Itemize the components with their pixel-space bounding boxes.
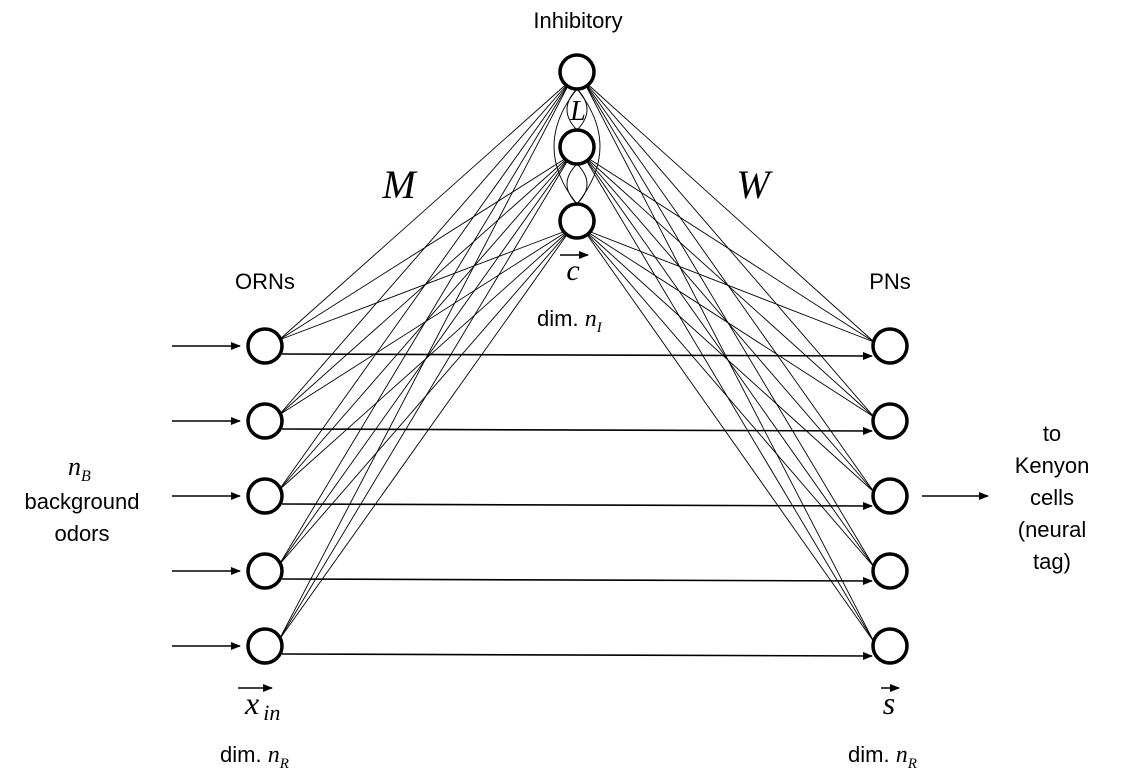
c-vector-label: c [566, 254, 579, 287]
orn-node-5 [246, 627, 284, 665]
s-vector-label: s [883, 685, 895, 721]
inhibitory-to-orn-connections-m [278, 79, 572, 641]
inhibitory-lateral-connections-l [553, 88, 601, 205]
orn-node-4 [246, 552, 284, 590]
pn-node-2 [871, 402, 909, 440]
m-connection-3-4 [278, 228, 572, 566]
pn-nodes [871, 327, 909, 665]
pn-node-5 [871, 627, 909, 665]
pn-node-3 [871, 477, 909, 515]
inhibitory-nodes [558, 53, 596, 240]
background-count: nB [68, 452, 91, 485]
m-connection-3-1 [278, 228, 572, 341]
background-line1: background [25, 489, 140, 514]
input-arrows [172, 342, 241, 650]
m-connection-1-1 [278, 79, 572, 341]
kenyon-line5: tag) [1033, 549, 1071, 574]
pn-node-4 [871, 552, 909, 590]
w-connection-3-1 [582, 228, 875, 343]
inhibitory-node-1 [558, 53, 596, 91]
m-connection-3-2 [278, 228, 572, 416]
orn-to-pn-arrow-4 [281, 576, 873, 585]
m-connection-2-1 [278, 154, 572, 341]
w-connection-2-1 [582, 154, 875, 343]
background-line2: odors [54, 521, 109, 546]
inhibitory-node-2 [558, 128, 596, 166]
kenyon-line1: to [1043, 421, 1061, 446]
orn-to-pn-arrow-2 [281, 426, 873, 435]
orn-nodes [246, 327, 284, 665]
w-connection-1-1 [582, 79, 875, 343]
m-connection-3-5 [278, 228, 572, 641]
w-connection-3-5 [582, 228, 875, 643]
inhibitory-node-3 [558, 202, 596, 240]
orn-to-pn-arrows [281, 351, 873, 660]
kenyon-line3: cells [1030, 485, 1074, 510]
orn-node-1 [246, 327, 284, 365]
s-dimension: dim. nR [848, 742, 917, 772]
inhibitory-to-pn-connections-w [582, 79, 875, 643]
kenyon-line2: Kenyon [1015, 453, 1090, 478]
w-connection-3-4 [582, 228, 875, 568]
w-connection-2-2 [582, 154, 875, 418]
inhibitory-label: Inhibitory [533, 8, 622, 33]
orn-node-2 [246, 402, 284, 440]
matrix-m-label: M [381, 162, 418, 207]
w-connection-3-2 [582, 228, 875, 418]
m-connection-3-3 [278, 228, 572, 491]
l-connection-1-3-right [576, 88, 601, 205]
orn-node-3 [246, 477, 284, 515]
m-connection-2-2 [278, 154, 572, 416]
orn-to-pn-arrow-3 [281, 501, 873, 510]
orn-to-pn-arrow-5 [281, 651, 873, 660]
pn-node-1 [871, 327, 909, 365]
pns-label: PNs [869, 269, 911, 294]
l-connection-1-3-left [553, 88, 578, 205]
x-dimension: dim. nR [220, 742, 289, 772]
matrix-w-label: W [736, 162, 773, 207]
orn-to-pn-arrow-1 [281, 351, 873, 360]
w-connection-3-3 [582, 228, 875, 493]
orns-label: ORNs [235, 269, 295, 294]
matrix-l-label: L [569, 96, 586, 127]
kenyon-line4: (neural [1018, 517, 1086, 542]
c-dimension: dim. nI [537, 306, 603, 336]
